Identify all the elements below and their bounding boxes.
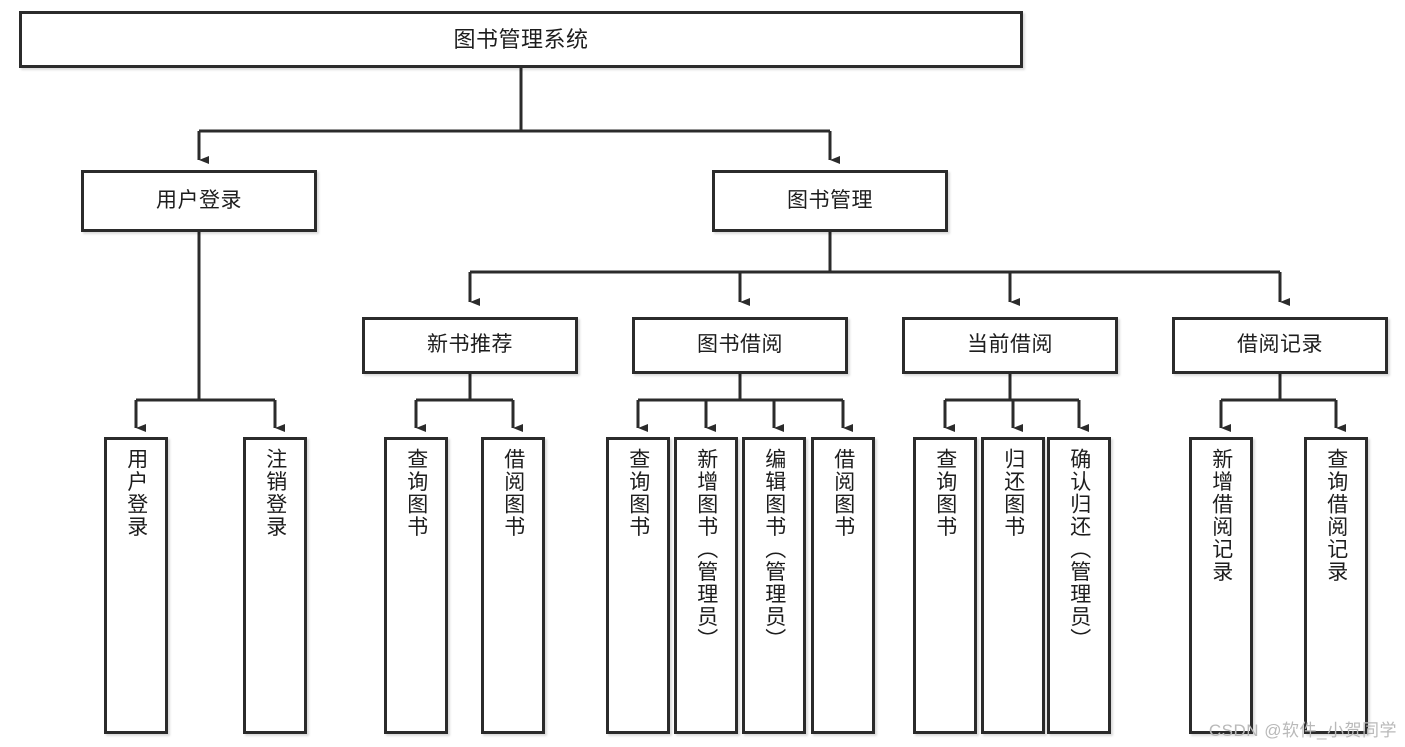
node-borrow-record[interactable]: 借阅记录	[1172, 317, 1388, 374]
node-root-system[interactable]: 图书管理系统	[19, 11, 1023, 68]
node-label: 借阅图书	[501, 448, 525, 538]
watermark: CSDN @软件_小贺同学	[1208, 721, 1397, 740]
leaf-borrow-query-book[interactable]: 查询图书	[606, 437, 670, 734]
leaf-current-query-book[interactable]: 查询图书	[913, 437, 977, 734]
node-label: 图书借阅	[697, 333, 783, 357]
node-current-borrow[interactable]: 当前借阅	[902, 317, 1118, 374]
node-label: 归还图书	[1001, 448, 1025, 538]
node-label: 当前借阅	[967, 333, 1053, 357]
leaf-current-confirm-return-admin[interactable]: 确认归还（管理员）	[1047, 437, 1111, 734]
node-label: 用户登录	[124, 448, 148, 538]
node-label: 查询图书	[626, 448, 650, 538]
leaf-borrow-borrow-book[interactable]: 借阅图书	[811, 437, 875, 734]
leaf-recommend-query-book[interactable]: 查询图书	[384, 437, 448, 734]
leaf-current-return-book[interactable]: 归还图书	[981, 437, 1045, 734]
node-label: 确认归还（管理员）	[1067, 448, 1091, 651]
node-label: 查询图书	[933, 448, 957, 538]
node-label: 新增图书（管理员）	[694, 448, 718, 651]
node-book-borrow[interactable]: 图书借阅	[632, 317, 848, 374]
node-label: 编辑图书（管理员）	[762, 448, 786, 651]
node-label: 查询借阅记录	[1324, 448, 1348, 583]
leaf-borrow-edit-book-admin[interactable]: 编辑图书（管理员）	[742, 437, 806, 734]
leaf-user-logout[interactable]: 注销登录	[243, 437, 307, 734]
node-new-book-recommend[interactable]: 新书推荐	[362, 317, 578, 374]
node-label: 查询图书	[404, 448, 428, 538]
node-label: 图书管理系统	[453, 26, 589, 52]
leaf-user-login[interactable]: 用户登录	[104, 437, 168, 734]
node-label: 图书管理	[787, 188, 873, 212]
node-label: 新书推荐	[427, 333, 513, 357]
node-label: 新增借阅记录	[1209, 448, 1233, 583]
node-book-management[interactable]: 图书管理	[712, 170, 948, 232]
node-label: 用户登录	[156, 188, 242, 212]
node-label: 借阅图书	[831, 448, 855, 538]
leaf-record-query-borrow-record[interactable]: 查询借阅记录	[1304, 437, 1368, 734]
leaf-record-add-borrow-record[interactable]: 新增借阅记录	[1189, 437, 1253, 734]
leaf-borrow-add-book-admin[interactable]: 新增图书（管理员）	[674, 437, 738, 734]
leaf-recommend-borrow-book[interactable]: 借阅图书	[481, 437, 545, 734]
node-label: 借阅记录	[1237, 333, 1323, 357]
node-user-login[interactable]: 用户登录	[81, 170, 317, 232]
node-label: 注销登录	[263, 448, 287, 538]
